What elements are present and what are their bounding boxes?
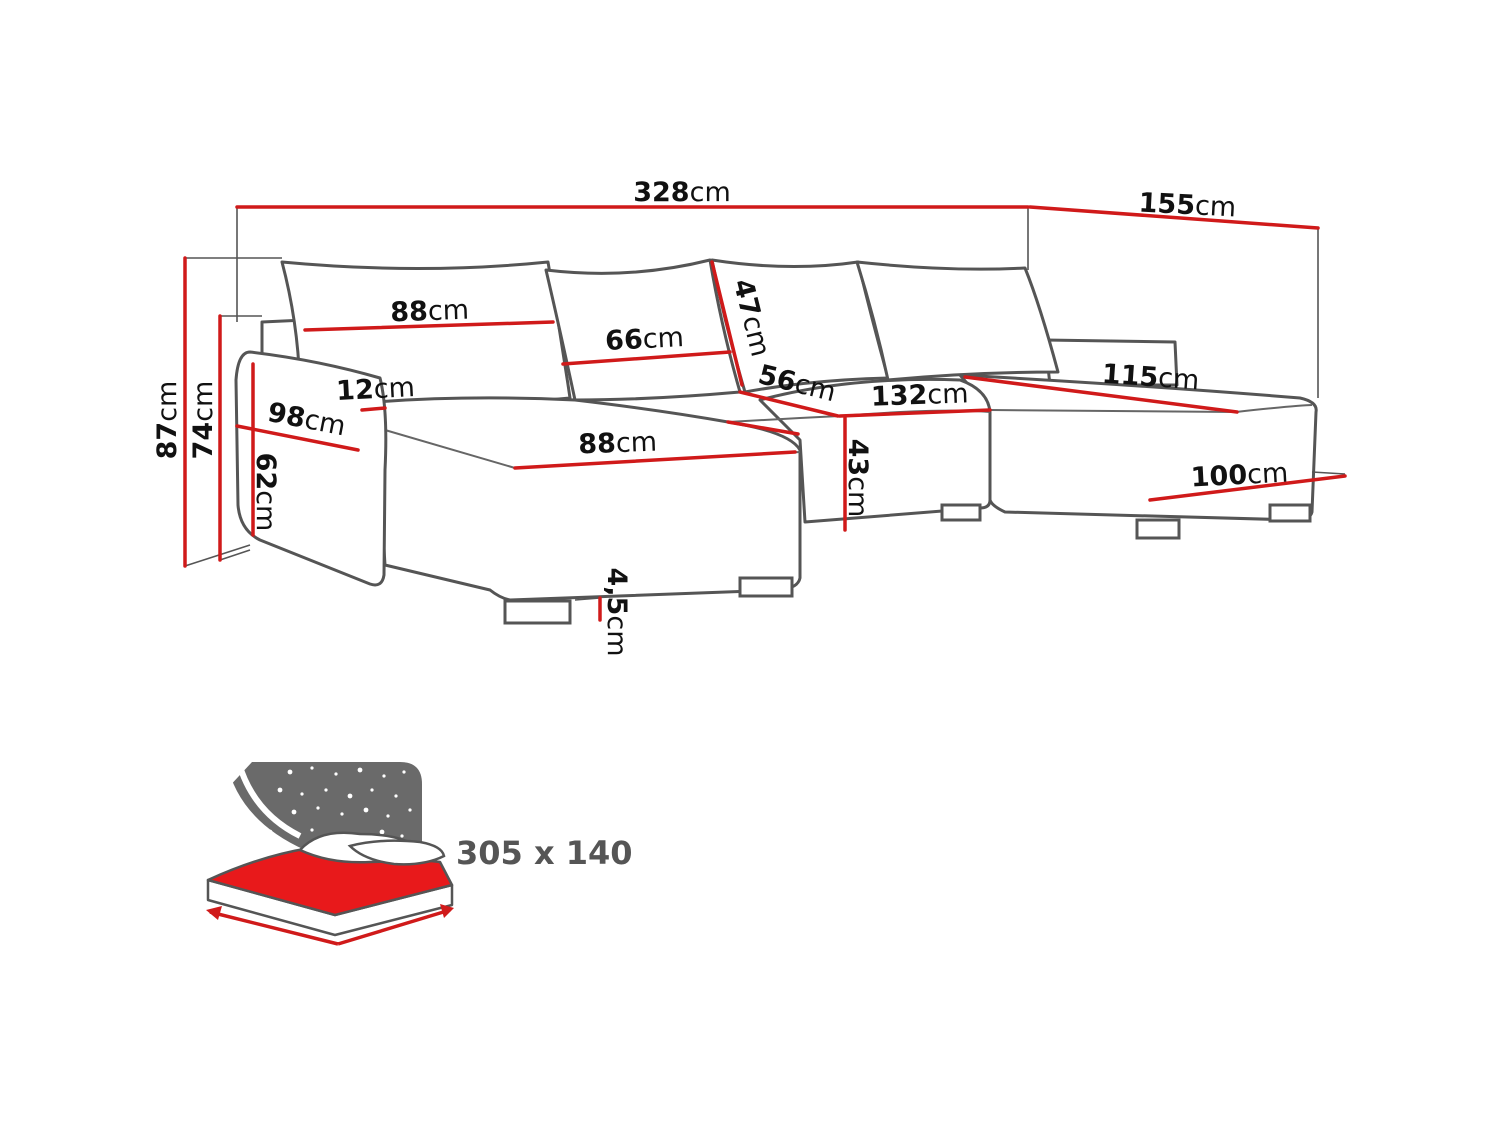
label-chaise-left: 88cm <box>578 427 658 461</box>
star-icon <box>370 788 374 792</box>
star-icon <box>255 827 261 833</box>
leg-4 <box>1135 518 1181 540</box>
dim-line-right-seat <box>963 375 1239 414</box>
label-chaise-width: 155cm <box>1138 187 1237 223</box>
label-back-height: 74cm <box>188 381 219 460</box>
label-armrest-width: 12cm <box>335 372 415 407</box>
star-icon <box>300 792 304 796</box>
label-total-width: 328cm <box>633 177 731 208</box>
stars-icon <box>244 766 412 838</box>
label-middle-width: 132cm <box>870 378 969 412</box>
middle-seat <box>758 377 992 524</box>
left-armrest <box>234 350 388 587</box>
star-icon <box>310 766 314 770</box>
star-icon <box>244 810 248 814</box>
leg-3 <box>940 503 982 522</box>
star-icon <box>287 769 293 775</box>
dim-line-middle-width <box>838 408 992 418</box>
dim-line-right-front <box>1148 474 1347 502</box>
label-cushion-left: 88cm <box>390 295 470 329</box>
star-icon <box>316 806 320 810</box>
label-seat-height: 43cm <box>842 439 873 518</box>
dim-line-chaise-width <box>1028 205 1320 230</box>
star-icon <box>324 788 328 792</box>
star-icon <box>386 814 390 818</box>
star-icon <box>340 812 344 816</box>
star-icon <box>402 770 406 774</box>
dim-line-cushion-mid <box>561 350 732 366</box>
star-icon <box>379 829 385 835</box>
label-total-height: 87cm <box>152 381 183 460</box>
star-icon <box>357 767 363 773</box>
star-icon <box>334 772 338 776</box>
star-icon <box>400 834 404 838</box>
label-armrest-depth: 98cm <box>265 397 348 442</box>
sleeping-function-icon: 305 x 140 <box>206 759 633 946</box>
label-cushion-mid: 66cm <box>604 322 684 357</box>
dim-line-cushion-height <box>710 260 744 387</box>
star-icon <box>347 793 353 799</box>
right-chaise <box>958 373 1318 522</box>
dim-line-cushion-left <box>303 320 555 332</box>
star-icon <box>382 774 386 778</box>
leg-1 <box>503 599 572 625</box>
guide-lines <box>184 207 1346 601</box>
leg-5 <box>1268 503 1312 523</box>
dim-line-armrest-width <box>360 406 387 412</box>
star-icon <box>267 829 273 835</box>
sleeping-area-label: 305 x 140 <box>456 834 633 872</box>
dimension-lines <box>183 205 1347 622</box>
back-cushion-4 <box>855 260 1060 382</box>
dim-line-seat-front <box>726 420 800 436</box>
dim-line-chaise-left <box>513 450 797 470</box>
night-sky-icon <box>226 762 422 850</box>
star-icon <box>394 794 398 798</box>
star-icon <box>277 787 283 793</box>
label-leg-height: 4,5cm <box>601 568 632 657</box>
leg-2 <box>738 576 794 598</box>
star-icon <box>363 807 369 813</box>
label-right-seat: 115cm <box>1101 359 1200 397</box>
label-armrest-height: 62cm <box>250 453 281 532</box>
star-icon <box>408 808 412 812</box>
moon-icon <box>226 760 305 850</box>
star-icon <box>310 828 314 832</box>
dim-line-armrest-depth <box>235 424 360 452</box>
dim-line-seat-depth <box>738 390 840 418</box>
dimension-labels: 328cm 155cm 87cm 74cm 62cm 98cm 12cm 88c… <box>152 177 1289 657</box>
star-icon <box>291 809 297 815</box>
label-right-front: 100cm <box>1190 457 1289 493</box>
